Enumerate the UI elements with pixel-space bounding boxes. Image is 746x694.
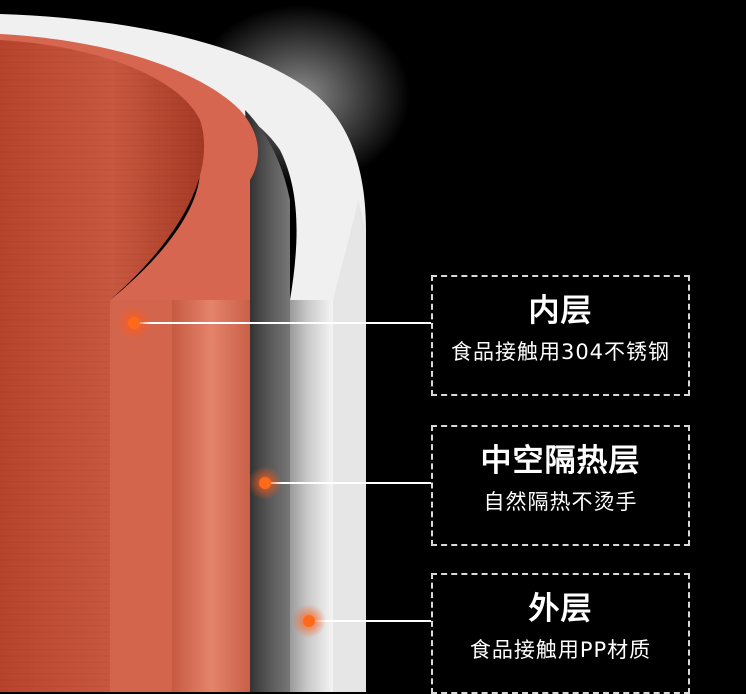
marker-inner [117,306,151,340]
callout-description: 食品接触用304不锈钢 [450,340,671,364]
callout-inner-layer: 内层 食品接触用304不锈钢 [431,275,690,396]
callout-title: 内层 [528,293,593,329]
callout-description: 食品接触用PP材质 [469,638,652,662]
callout-title: 中空隔热层 [480,443,641,479]
callout-insulation-layer: 中空隔热层 自然隔热不烫手 [431,425,690,546]
callout-outer-layer: 外层 食品接触用PP材质 [431,573,690,694]
air-gap [245,110,290,692]
callout-title: 外层 [528,591,593,627]
outer-shell-face [290,300,333,692]
inner-layer-texture [0,40,205,692]
marker-middle [248,466,282,500]
marker-outer [292,604,326,638]
inner-layer-face [110,300,172,692]
middle-wall-face [172,300,250,692]
callout-description: 自然隔热不烫手 [483,490,638,514]
